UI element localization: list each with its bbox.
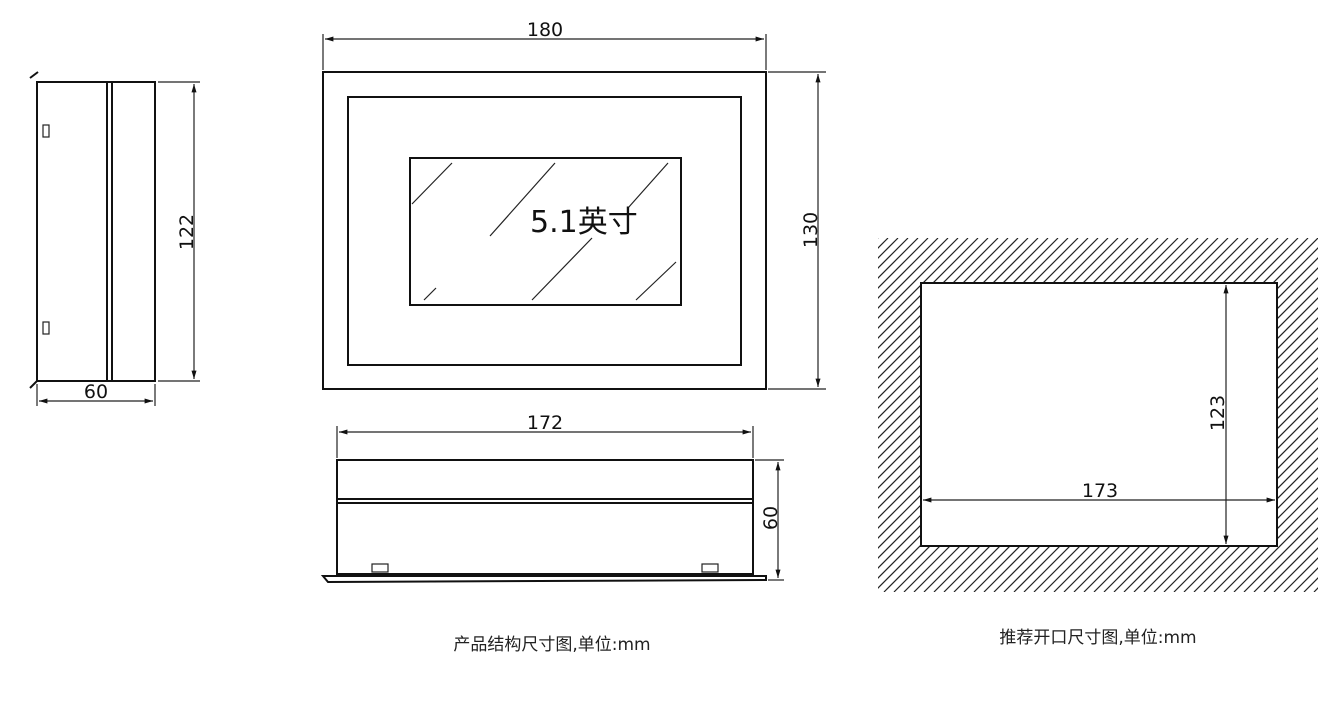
hatch-line [993, 238, 1318, 592]
hatch-line [878, 238, 1089, 592]
hatch-line [878, 238, 879, 592]
hatch-line [878, 238, 939, 592]
hatch-line [1283, 238, 1318, 592]
hatch-line [878, 238, 999, 592]
hatch-line [878, 238, 1029, 592]
hatch-line [878, 238, 969, 592]
side-height-label: 122 [176, 214, 198, 250]
product-caption: 产品结构尺寸图,单位:mm [453, 635, 650, 655]
hatch-line [878, 238, 1129, 592]
hatch-line [1303, 238, 1318, 592]
bottom-view: 172 60 [320, 412, 784, 584]
hatch-line [878, 238, 1139, 592]
hatch-line [878, 238, 989, 592]
hatch-line [1143, 238, 1318, 592]
hatch-line [883, 238, 1239, 592]
hatch-line [1053, 238, 1318, 592]
hatch-line [1233, 238, 1318, 592]
hatch-line [1013, 238, 1318, 592]
bottom-width-label: 172 [527, 412, 563, 434]
hatch-line [878, 238, 1159, 592]
bottom-view-clip [371, 563, 389, 573]
hatch-line [878, 238, 1079, 592]
hatch-line [878, 238, 889, 592]
hatch-line [1263, 238, 1318, 592]
front-inner-frame [347, 96, 742, 366]
hatch-line [1123, 238, 1318, 592]
cutout-width-label: 173 [1082, 480, 1118, 502]
bottom-view-outline [336, 459, 754, 575]
cutout-view: 173 123 [878, 238, 1342, 592]
hatch-line [1324, 238, 1342, 592]
hatch-line [963, 238, 1318, 592]
hatch-line [878, 238, 1019, 592]
cutout-height-label: 123 [1207, 395, 1229, 431]
hatch-line [893, 238, 1249, 592]
side-view-outline [36, 81, 156, 382]
hatch-line [1133, 238, 1318, 592]
hatch-line [973, 238, 1318, 592]
hatch-line [878, 238, 959, 592]
side-view-clip [42, 124, 50, 138]
side-view-tick [29, 379, 39, 389]
hatch-line [878, 238, 929, 592]
hatch-line [878, 238, 1049, 592]
hatch-line [878, 238, 979, 592]
hatch-line [878, 238, 949, 592]
hatch-line [983, 238, 1318, 592]
hatch-line [878, 238, 1039, 592]
hatch-line [878, 238, 1109, 592]
side-depth-label: 60 [84, 381, 108, 403]
hatch-line [878, 238, 1229, 592]
hatch-line [1033, 238, 1318, 592]
hatch-line [878, 238, 1069, 592]
hatch-line [943, 238, 1299, 592]
cutout-opening [920, 282, 1278, 547]
hatch-line [878, 238, 1169, 592]
hatch-line [953, 238, 1309, 592]
front-bezel-outline [322, 71, 767, 390]
hatch-line [903, 238, 1259, 592]
side-view-clip [42, 321, 50, 335]
screen-size-label: 5.1英寸 [530, 205, 638, 240]
hatch-line [878, 238, 1219, 592]
screen-glare-lines [411, 162, 677, 301]
hatch-line [878, 238, 1179, 592]
cutout-caption: 推荐开口尺寸图,单位:mm [999, 628, 1196, 648]
bottom-view-clip [701, 563, 719, 573]
hatch-line [1223, 238, 1318, 592]
front-height-label: 130 [800, 212, 822, 248]
hatch-line [878, 238, 899, 592]
hatch-line [878, 238, 1189, 592]
hatch-line [878, 238, 1199, 592]
front-width-label: 180 [527, 19, 563, 41]
hatch-line [878, 238, 1009, 592]
side-view: 122 60 [29, 71, 200, 406]
side-view-tick [29, 71, 39, 79]
hatch-line [878, 238, 1059, 592]
hatch-line [878, 238, 1149, 592]
hatch-line [878, 238, 909, 592]
hatch-line [933, 238, 1289, 592]
bottom-depth-label: 60 [760, 506, 782, 530]
hatch-line [1313, 238, 1318, 592]
hatch-line [878, 238, 1209, 592]
front-view: 5.1英寸 180 130 [322, 19, 826, 390]
bottom-view-bezel-lip [320, 575, 767, 584]
hatch-line [1243, 238, 1318, 592]
hatch-line [878, 238, 1119, 592]
hatch-line [1153, 238, 1318, 592]
hatch-line [1253, 238, 1318, 592]
screen-area [409, 157, 682, 306]
